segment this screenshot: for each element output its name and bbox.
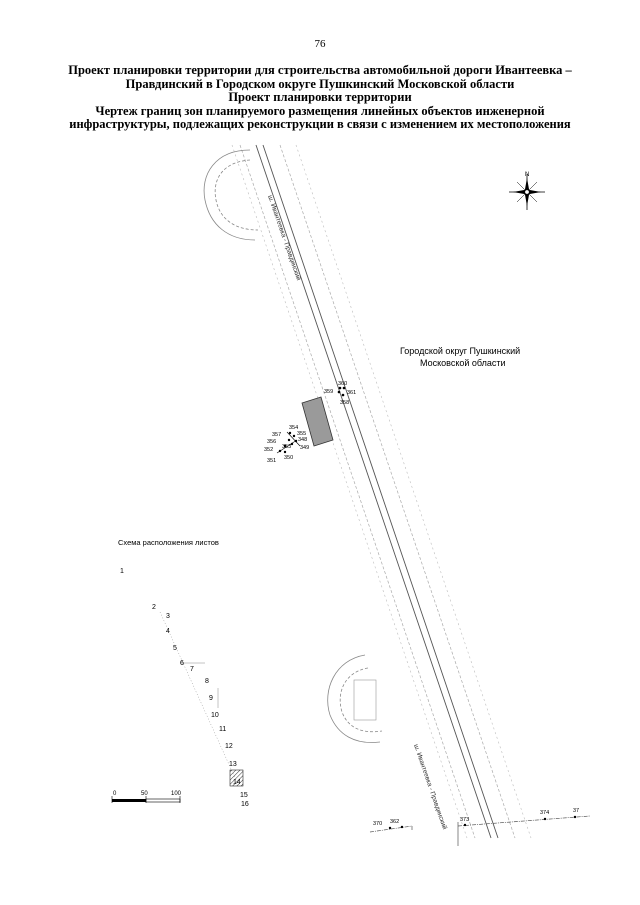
compass-rose-icon: [509, 174, 545, 210]
document-title: Проект планировки территории для строите…: [40, 63, 600, 132]
boundary-lines-bottom: [369, 815, 591, 846]
sheet-number: 11: [219, 726, 226, 733]
point-label: 361: [347, 390, 356, 396]
point-label: 357: [272, 432, 281, 438]
sheet-number: 9: [209, 695, 213, 702]
compass-north-letter: N: [525, 172, 529, 178]
point-label: 373: [460, 817, 469, 823]
survey-points-lower: [276, 431, 301, 454]
district-label-line-2: Московской области: [420, 358, 506, 368]
sheet-number: 1: [120, 568, 124, 575]
point-label: 355: [297, 431, 306, 437]
sheet-number: 5: [173, 645, 177, 652]
survey-points-upper: [337, 386, 346, 397]
sheet-number: 4: [166, 628, 170, 635]
sheet-number: 7: [190, 666, 194, 673]
sheet-number: 13: [229, 761, 237, 768]
sheet-number: 3: [166, 613, 170, 620]
title-line: Проект планировки территории: [228, 90, 412, 104]
sheet-number: 10: [211, 712, 219, 719]
layout-current-sheet: [229, 769, 244, 787]
point-label: 37: [573, 808, 579, 814]
sheet-number: 16: [241, 801, 249, 808]
point-label: 370: [373, 821, 382, 827]
page-number: 76: [314, 38, 326, 50]
point-label: 349: [300, 445, 309, 451]
scale-bar: [111, 796, 181, 803]
point-label: 374: [540, 810, 549, 816]
title-line: Проект планировки территории для строите…: [68, 63, 572, 77]
point-label: 359: [324, 389, 333, 395]
boundary-points-bottom: [388, 815, 577, 830]
point-label: 352: [264, 447, 273, 453]
sheet-number: 2: [152, 604, 156, 611]
title-line: Чертеж границ зон планируемого размещени…: [95, 103, 545, 118]
point-label: 360: [338, 381, 347, 387]
sheet-number: 12: [225, 743, 233, 750]
junction-lower: [327, 654, 383, 743]
point-label: 358: [340, 400, 349, 406]
scale-label: 50: [141, 791, 148, 797]
scale-label: 100: [171, 791, 182, 797]
point-label: 362: [390, 819, 399, 825]
point-label: 353: [282, 444, 291, 450]
point-label: 354: [289, 425, 298, 431]
layout-scheme-strip: [159, 611, 237, 781]
scale-label: 0: [113, 791, 117, 797]
junction-upper: [203, 149, 259, 241]
sheet-number: 15: [240, 792, 248, 799]
point-label: 351: [267, 458, 276, 464]
layout-scheme-title: Схема расположения листов: [118, 538, 219, 547]
title-line: инфраструктуры, подлежащих реконструкции…: [69, 117, 571, 131]
title-line: Правдинский в Городском округе Пушкински…: [125, 76, 515, 91]
point-label: 350: [284, 455, 293, 461]
district-label-line-1: Городской округ Пушкинский: [400, 346, 520, 356]
sheet-number: 8: [205, 678, 209, 685]
road-label-lower: ш. Ивантеевка - Правдинский: [412, 743, 449, 831]
sheet-number: 6: [180, 660, 184, 667]
road-corridor: [231, 144, 532, 839]
point-label: 356: [267, 439, 276, 445]
sheet-number: 14: [233, 779, 241, 786]
planned-zone: [301, 396, 334, 447]
point-label: 348: [298, 437, 307, 443]
